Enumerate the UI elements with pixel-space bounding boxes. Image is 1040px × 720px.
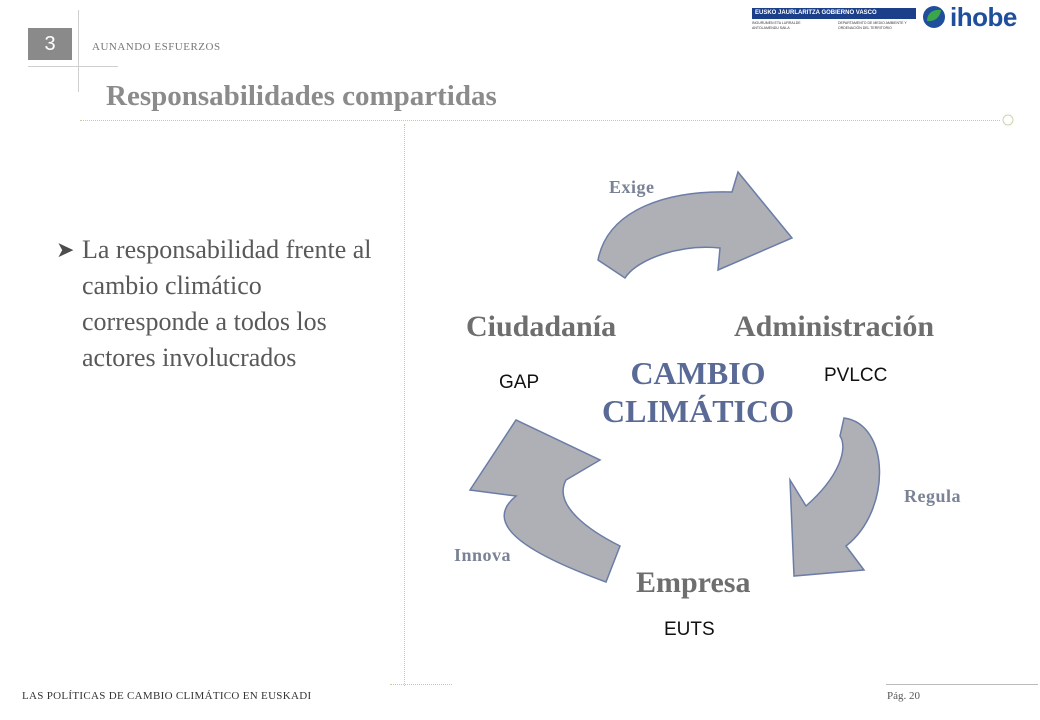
innova-arrow — [468, 419, 621, 583]
gov-right-subtitle: DEPARTAMENTO DE MEDIO AMBIENTE Y ORDENAC… — [838, 21, 907, 30]
tag-gap: GAP — [499, 372, 540, 393]
responsibility-cycle-diagram — [468, 170, 881, 583]
node-administracion: Administración — [734, 310, 935, 343]
ihobe-logo: ihobe — [922, 2, 1024, 32]
basque-government-logo: EUSKO JAURLARITZA GOBIERNO VASCO INGURUM… — [752, 8, 916, 36]
gov-left-subtitle: INGURUMEN ETA LURRALDE ANTOLAMENDU SAILA — [752, 21, 801, 30]
regula-arrow — [789, 417, 881, 577]
rule-end-circle-icon — [1002, 114, 1014, 126]
exige-arrow — [597, 170, 794, 280]
header-vertical-rule — [78, 10, 79, 92]
section-label: AUNANDO ESFUERZOS — [92, 41, 221, 53]
arrow-bullet-icon: ➤ — [56, 237, 75, 262]
footer-right-rule — [886, 684, 1038, 685]
tag-euts: EUTS — [664, 619, 715, 640]
bottom-short-rule — [390, 684, 452, 685]
verb-exige: Exige — [609, 177, 655, 197]
title-underline-rule — [80, 120, 1000, 121]
node-empresa: Empresa — [636, 566, 751, 599]
center-label-line1: CAMBIO — [630, 355, 766, 391]
page-title: Responsabilidades compartidas — [106, 80, 497, 112]
header-short-rule — [28, 66, 118, 67]
footer-page-number: Pág. 20 — [887, 690, 920, 702]
footer-document-title: LAS POLÍTICAS DE CAMBIO CLIMÁTICO EN EUS… — [22, 690, 312, 702]
bullet-point: ➤ La responsabilidad frente al cambio cl… — [56, 232, 386, 376]
tag-pvlcc: PVLCC — [824, 365, 888, 386]
node-ciudadania: Ciudadanía — [466, 310, 617, 343]
content-divider — [404, 124, 405, 686]
verb-regula: Regula — [904, 486, 961, 506]
center-label-line2: CLIMÁTICO — [601, 393, 794, 429]
verb-innova: Innova — [454, 545, 512, 565]
section-number-badge: 3 — [28, 28, 72, 60]
ihobe-leaf-globe-icon — [923, 6, 945, 28]
ihobe-wordmark: ihobe — [950, 1, 1017, 32]
bullet-text: La responsabilidad frente al cambio clim… — [82, 235, 372, 372]
gov-banner-text: EUSKO JAURLARITZA GOBIERNO VASCO — [752, 8, 916, 19]
